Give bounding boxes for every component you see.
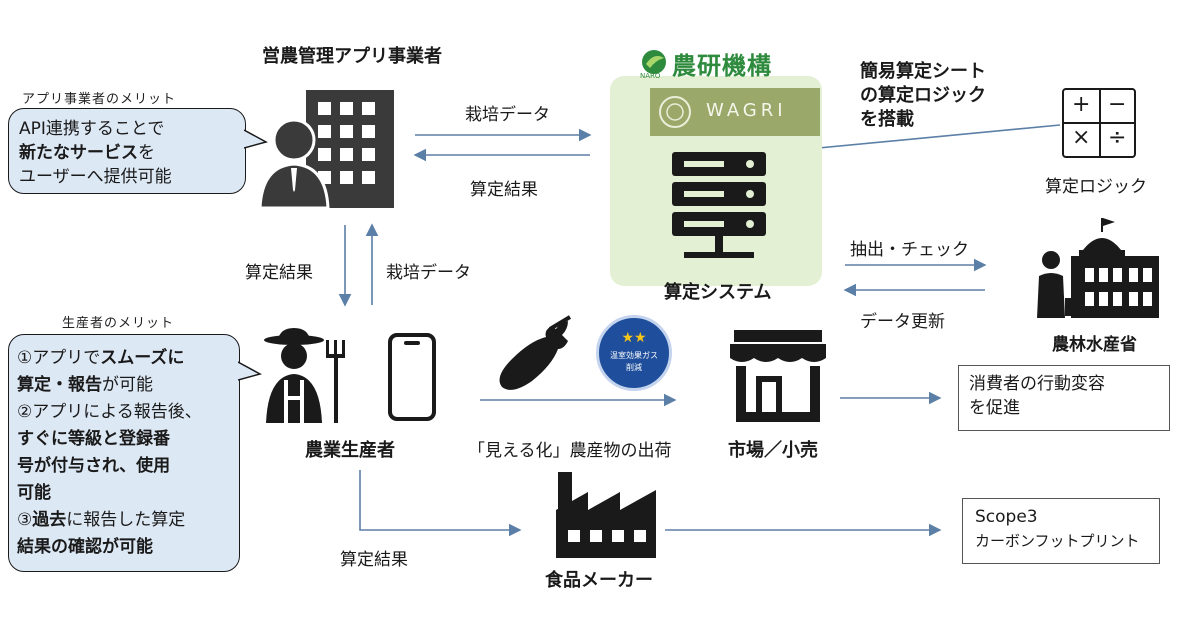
wagri-banner: WAGRI (650, 88, 820, 136)
farmer-merit-bubble-tail (238, 361, 262, 381)
maker-name: 食品メーカー (545, 570, 653, 591)
naro-name: 農研機構 (672, 52, 772, 80)
farmer-merit-1d: が可能 (102, 375, 153, 395)
label-extract-check: 抽出・チェック (850, 240, 969, 260)
farmer-merit-1c: 算定・報告 (17, 375, 102, 395)
farmer-name: 農業生産者 (305, 440, 395, 461)
naro-sub: NARO (640, 72, 661, 80)
ministry-name: 農林水産省 (1052, 335, 1137, 355)
arrow-farmer-to-maker (359, 470, 522, 537)
ghg-reduction-badge: ★★ 温室効果ガス 削減 (596, 315, 672, 391)
farmer-merit-1b: スムーズに (100, 348, 185, 368)
server-icon (672, 152, 766, 258)
farmer-merit-2b: すぐに等級と登録番 (17, 429, 170, 449)
times-icon: × (1072, 125, 1091, 150)
app-merit-bubble-tail (244, 129, 268, 149)
plus-icon: + (1072, 92, 1091, 117)
app-merit-line1: API連携することで (19, 119, 165, 139)
scope3-line2: カーボンフットプリント (975, 532, 1140, 550)
farmer-merit-2a: ②アプリによる報告後、 (17, 402, 202, 422)
app-merit-line3: ユーザーへ提供可能 (19, 167, 172, 187)
naro-logo: 農研機構 NARO (640, 46, 840, 80)
eggplant-icon (499, 315, 572, 390)
logic-note-line2: の算定ロジック (860, 85, 986, 106)
app-merit-heading: アプリ事業者のメリット (22, 92, 177, 107)
wagri-emblem-icon (659, 96, 691, 128)
farmer-merit-2d: 可能 (17, 483, 51, 503)
farmer-merit-3b: 過去 (32, 510, 67, 530)
government-building-icon (1037, 218, 1159, 318)
farmer-merit-heading: 生産者のメリット (62, 316, 175, 331)
calculator-icon: + − × ÷ (1062, 88, 1136, 158)
farmer-merit-3a: ③ (17, 510, 33, 530)
label-calc-result-bottom: 算定結果 (340, 550, 408, 570)
app-merit-line2-bold: 新たなサービス (19, 143, 138, 163)
label-visualized-shipment: 「見える化」農産物の出荷 (468, 441, 672, 461)
badge-line2: 削減 (626, 363, 642, 372)
scope3-box: Scope3 カーボンフットプリント (962, 498, 1160, 564)
calculator-divider-h (1064, 122, 1134, 124)
app-merit-line2: を (138, 143, 155, 163)
farmer-merit-2c: 号が付与され、使用 (17, 456, 171, 476)
store-icon (730, 330, 826, 422)
badge-line1: 温室効果ガス (610, 351, 658, 360)
badge-stars: ★★ (621, 330, 647, 346)
app-merit-bubble: API連携することで 新たなサービスを ユーザーへ提供可能 (8, 108, 246, 194)
farmer-merit-3d: 結果の確認が可能 (17, 537, 153, 557)
consumer-box: 消費者の行動変容 を促進 (958, 365, 1170, 431)
factory-icon (556, 472, 656, 558)
farmer-merit-3c: に報告した算定 (66, 510, 186, 530)
naro-leaf-icon (642, 50, 666, 74)
app-operator-title: 営農管理アプリ事業者 (262, 46, 442, 67)
market-name: 市場／小売 (728, 440, 818, 461)
farmer-merit-bubble: ①アプリでスムーズに 算定・報告が可能 ②アプリによる報告後、 すぐに等級と登録… (8, 334, 240, 572)
logic-note-line1: 簡易算定シート (860, 61, 986, 82)
smartphone-icon (388, 333, 436, 421)
consumer-line1: 消費者の行動変容 (969, 374, 1105, 394)
label-cultivation-data-top: 栽培データ (465, 105, 550, 125)
farmer-merit-1a: ①アプリで (17, 348, 101, 368)
label-data-update: データ更新 (860, 312, 945, 332)
wagri-label: WAGRI (706, 100, 787, 121)
minus-icon: − (1108, 92, 1127, 117)
logic-note: 簡易算定シート の算定ロジック を搭載 (860, 60, 986, 132)
label-calc-result-left: 算定結果 (245, 263, 313, 283)
logic-label: 算定ロジック (1045, 177, 1147, 197)
farmer-icon (264, 328, 345, 423)
scope3-line1: Scope3 (975, 507, 1038, 527)
divide-icon: ÷ (1108, 125, 1127, 150)
consumer-line2: を促進 (969, 398, 1020, 418)
business-person-building-icon (258, 90, 394, 210)
logic-note-line3: を搭載 (860, 109, 914, 130)
system-name: 算定システム (664, 282, 772, 303)
label-calc-result-top: 算定結果 (470, 180, 538, 200)
label-cultivation-data-left: 栽培データ (386, 263, 471, 283)
